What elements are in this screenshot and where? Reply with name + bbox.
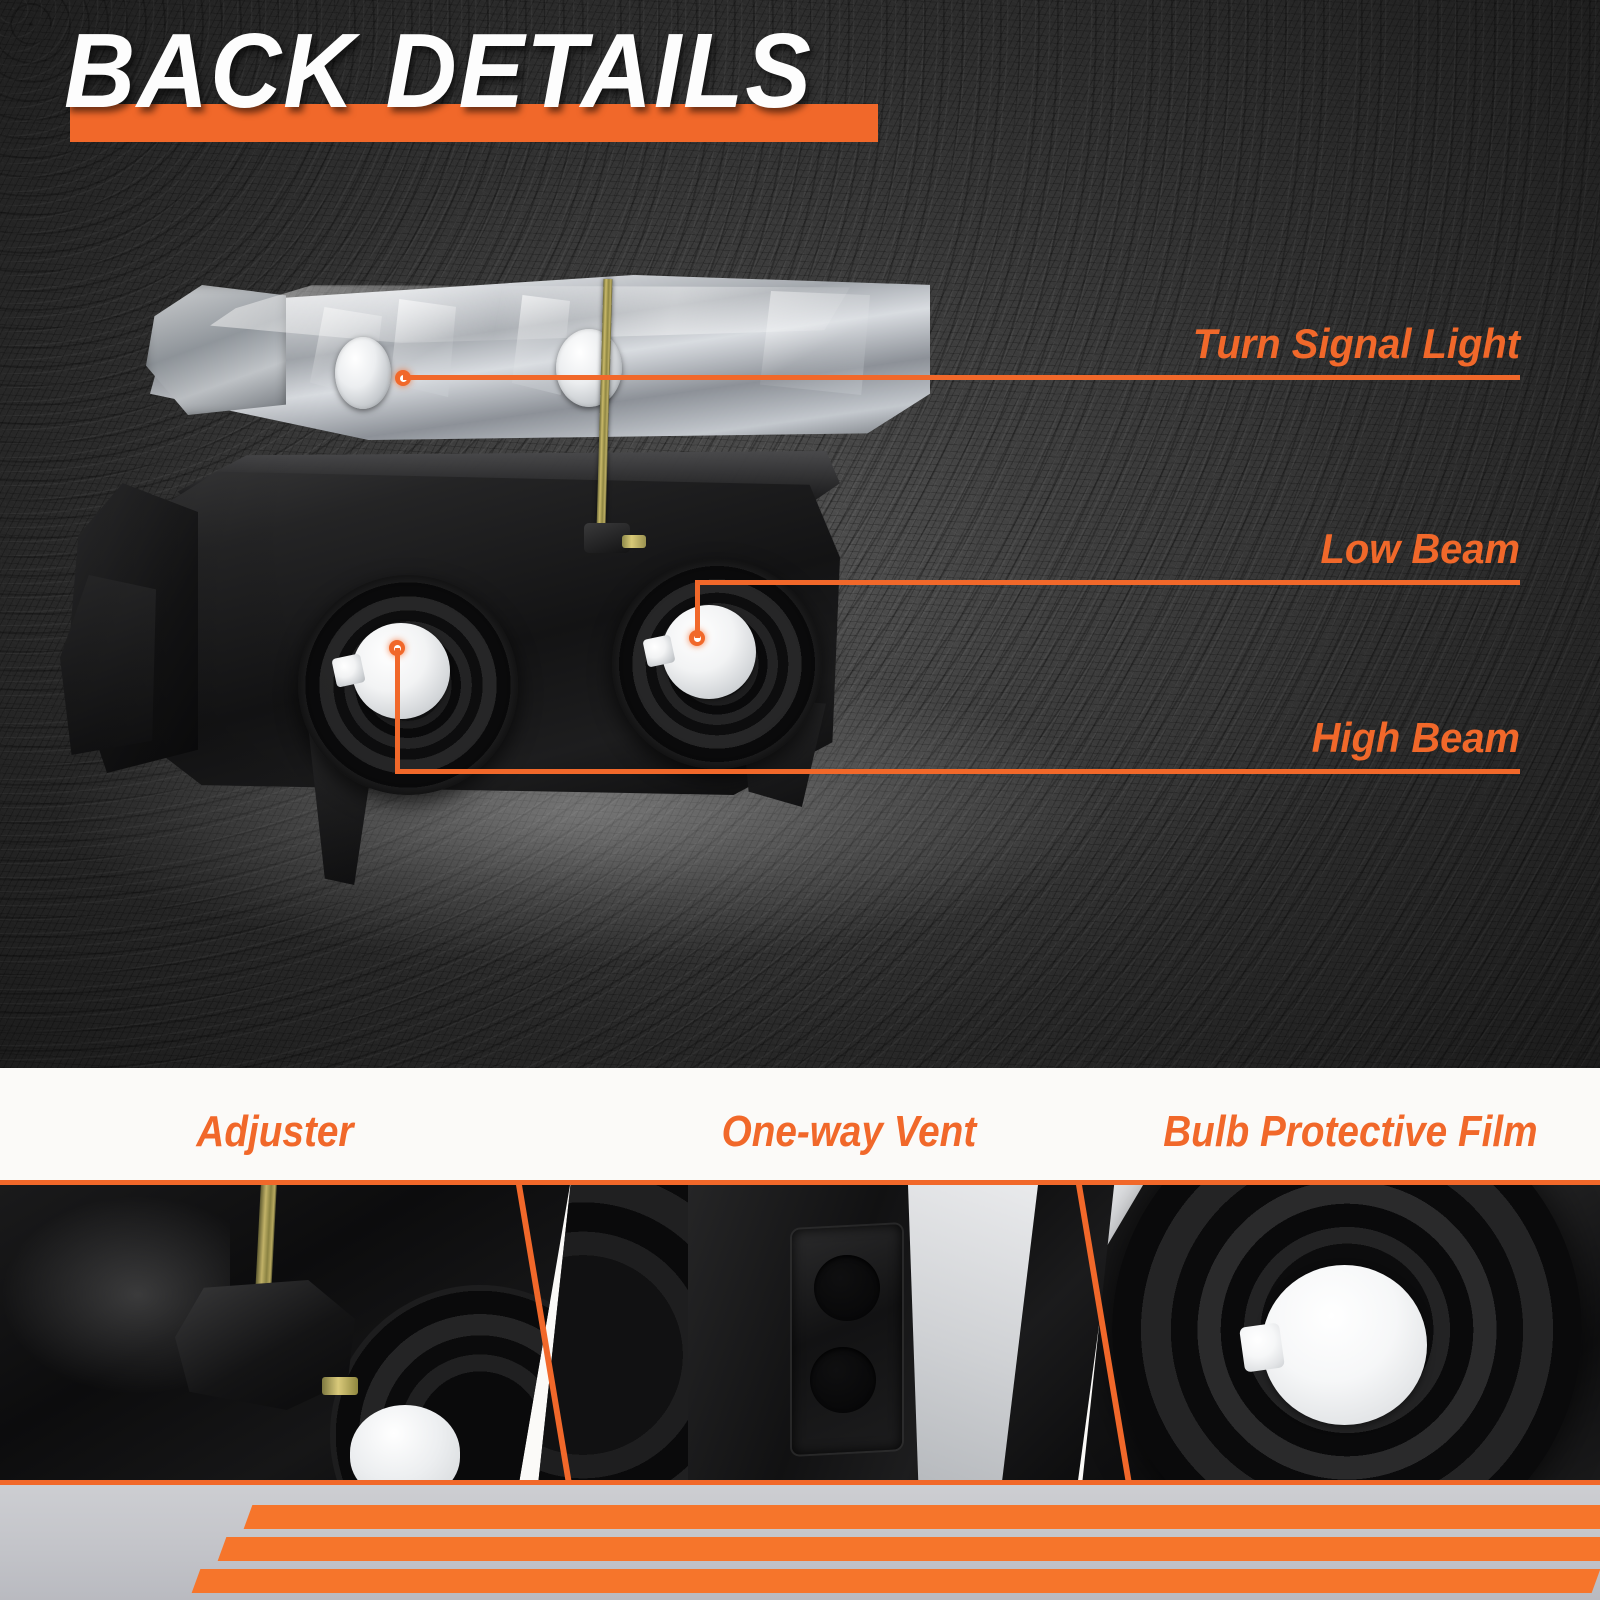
vent-hole-lower [810, 1347, 876, 1413]
page-title: BACK DETAILS [64, 12, 813, 130]
panel-label-adjuster: Adjuster [196, 1107, 354, 1156]
footer-top-rule [0, 1480, 1600, 1486]
panel-divider-rule [0, 1180, 1600, 1185]
callout-label-low-beam: Low Beam [1320, 525, 1520, 572]
vent-hole-upper [814, 1255, 880, 1321]
adjuster-rod-closeup [254, 1185, 278, 1300]
adjuster-screw-closeup [322, 1377, 358, 1395]
adjuster-screw-tip [622, 535, 646, 548]
page-title-block: BACK DETAILS [0, 0, 1000, 180]
headlight-assembly-image [60, 255, 960, 895]
footer-stripe-1 [243, 1505, 1600, 1529]
detail-panel-vent [538, 1185, 1118, 1485]
footer-stripe-2 [217, 1537, 1600, 1561]
bulb-protective-film [1262, 1265, 1427, 1425]
low-beam-bulb-cap [662, 605, 756, 699]
detail-panel-adjuster [0, 1185, 570, 1485]
turn-signal-bulb-cap-2 [556, 329, 622, 407]
high-beam-bulb-cap [352, 623, 450, 719]
callout-label-turn-signal: Turn Signal Light [1192, 320, 1520, 367]
panel-label-bulb-film: Bulb Protective Film [1163, 1107, 1538, 1156]
reflector-facet [390, 299, 456, 397]
detail-panel-row [0, 1185, 1600, 1485]
title-accent-bar [70, 104, 878, 142]
footer-band [0, 1485, 1600, 1600]
callout-label-high-beam: High Beam [1311, 714, 1520, 761]
turn-signal-bulb-cap [335, 337, 391, 409]
footer-stripe-3 [191, 1569, 1600, 1593]
reflector-facet [760, 291, 870, 395]
panel-backdrop-light [908, 1185, 1038, 1485]
hero-section: BACK DETAILS Turn Signal Light Low Beam … [0, 0, 1600, 1068]
bulb-cap [350, 1405, 460, 1485]
detail-panel-bulb-film [1082, 1185, 1600, 1485]
panel-label-vent: One-way Vent [721, 1107, 977, 1156]
